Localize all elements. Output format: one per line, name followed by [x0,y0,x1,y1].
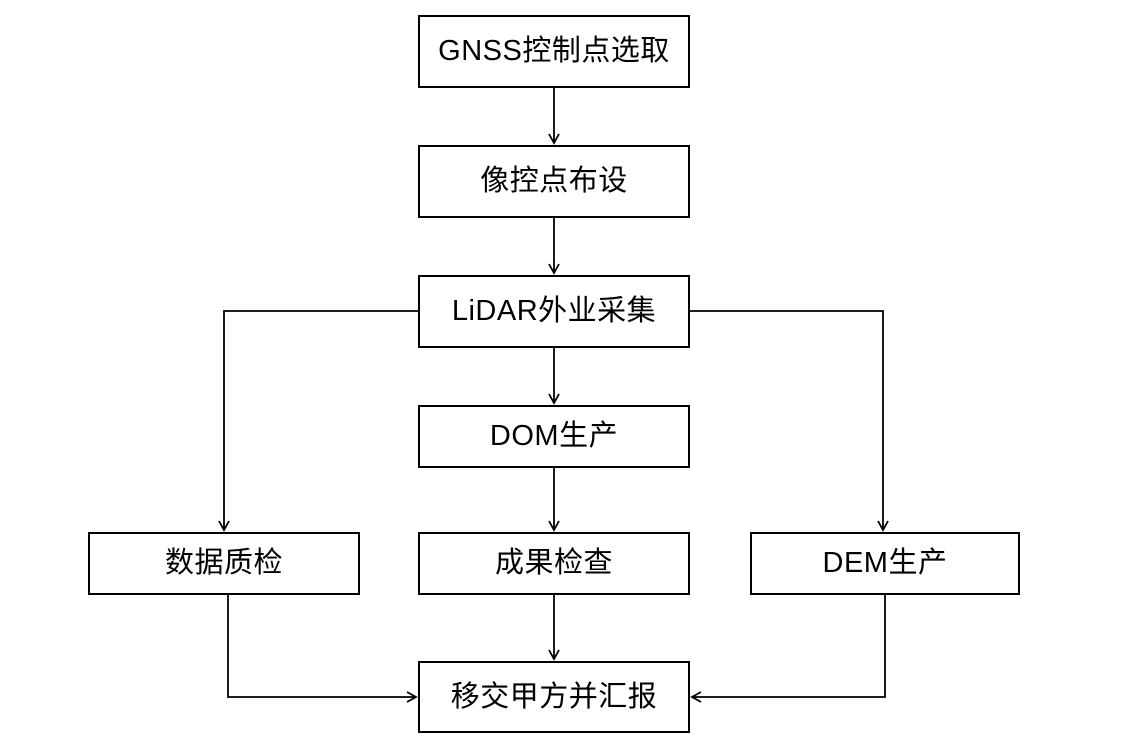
node-label: 像控点布设 [480,165,628,197]
node-label: 成果检查 [494,547,613,579]
node-label: 移交甲方并汇报 [450,680,658,713]
node-label: LiDAR外业采集 [451,295,657,327]
node-label: GNSS控制点选取 [438,35,670,67]
node-image-control-point-layout[interactable]: 像控点布设 [418,145,690,218]
edge-dem-to-handover [690,595,886,703]
node-label: DEM生产 [822,547,948,579]
node-result-check[interactable]: 成果检查 [418,532,690,595]
edge-data-quality-to-handover [227,595,418,703]
node-gnss-control-point-selection[interactable]: GNSS控制点选取 [418,15,690,88]
node-lidar-field-collection[interactable]: LiDAR外业采集 [418,275,690,348]
edge-lidar-to-data-quality [218,310,418,532]
node-dem-production[interactable]: DEM生产 [750,532,1020,595]
node-label: 数据质检 [164,547,283,579]
node-label: DOM生产 [489,420,619,452]
node-data-quality-inspection[interactable]: 数据质检 [88,532,360,595]
node-handover-and-report[interactable]: 移交甲方并汇报 [418,661,690,733]
edge-lidar-to-dem [690,310,889,532]
node-dom-production[interactable]: DOM生产 [418,405,690,468]
